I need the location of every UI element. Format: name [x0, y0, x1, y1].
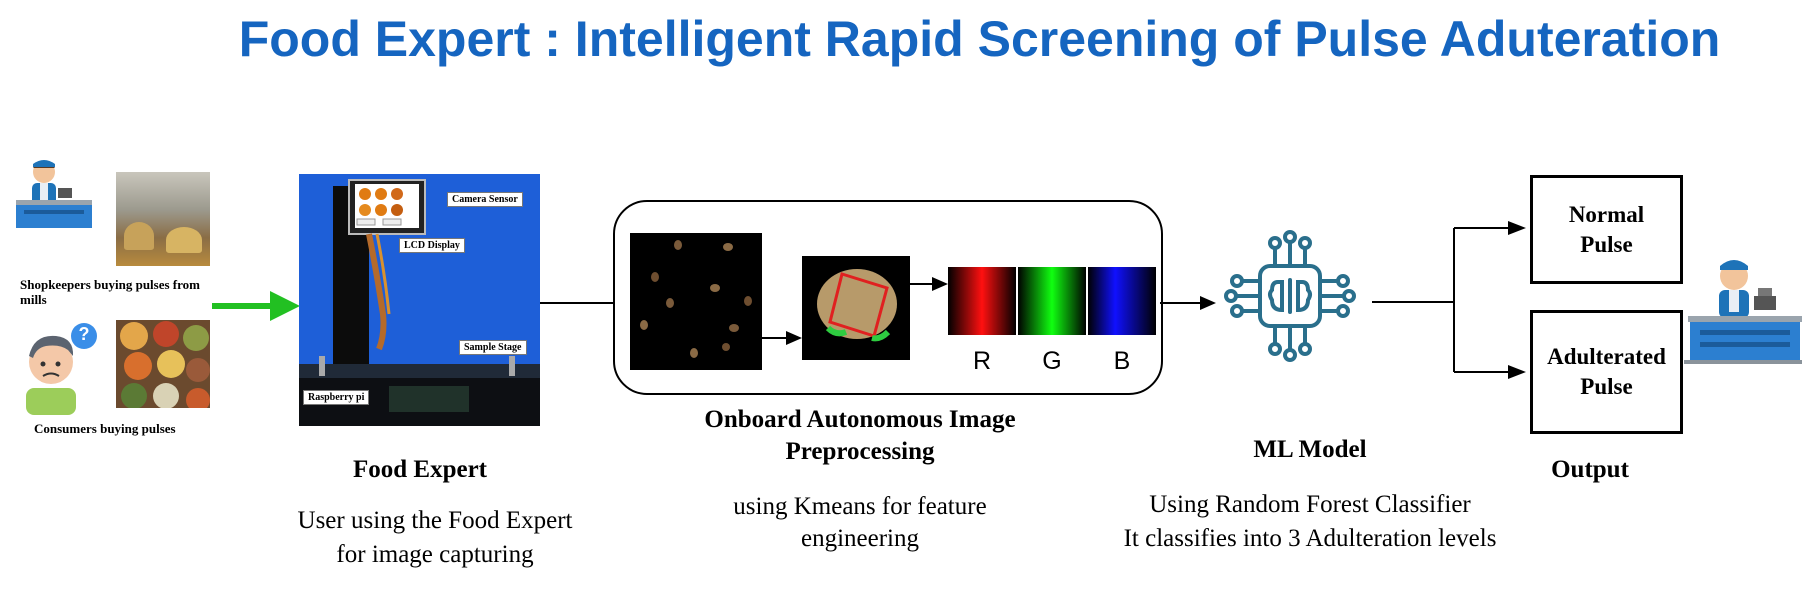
ml-model-desc-line1: Using Random Forest Classifier	[1149, 491, 1471, 518]
shopkeepers-label: Shopkeepers buying pulses from mills	[20, 277, 200, 307]
food-expert-heading: Food Expert	[352, 456, 488, 483]
single-pulse-image	[802, 256, 910, 360]
adulterated-pulse-line1: Adulterated	[1547, 344, 1666, 370]
green-arrow-icon	[212, 288, 302, 329]
camera-sensor-label: Camera Sensor	[447, 192, 523, 207]
ai-brain-chip-icon	[1220, 226, 1360, 366]
red-channel-image	[948, 267, 1016, 335]
preprocessing-desc-line2: engineering	[800, 525, 919, 552]
arrow-to-ml-model	[1160, 291, 1220, 320]
preprocessing-heading-line1: Onboard Autonomous Image	[704, 406, 1016, 433]
confused-consumer-illustration: ?	[16, 320, 98, 415]
sample-stage-label: Sample Stage	[459, 340, 527, 355]
normal-pulse-line2: Pulse	[1580, 231, 1633, 257]
arrow-to-single-pulse	[762, 326, 804, 355]
preprocessing-heading-line2: Preprocessing	[785, 438, 935, 465]
green-channel-image	[1018, 267, 1086, 335]
branch-arrows	[1372, 220, 1532, 385]
blue-channel-image	[1088, 267, 1156, 335]
channel-label-b: B	[1113, 347, 1131, 375]
arrow-to-rgb	[910, 272, 950, 301]
ml-model-heading: ML Model	[1253, 436, 1367, 463]
shopkeeper-illustration	[14, 150, 94, 230]
food-expert-desc-line1: User using the Food Expert	[297, 507, 573, 534]
lcd-display-label: LCD Display	[399, 238, 465, 253]
segmented-pulses-image	[630, 233, 762, 370]
normal-pulse-line1: Normal	[1568, 201, 1645, 227]
preprocessing-desc-line1: using Kmeans for feature	[733, 493, 987, 520]
raspberry-pi-label: Raspberry pi	[303, 390, 370, 405]
shopkeeper-counter-illustration	[1684, 248, 1802, 368]
channel-label-r: R	[972, 347, 992, 375]
ml-model-desc-line2: It classifies into 3 Adulteration levels	[1123, 525, 1497, 552]
output-heading: Output	[1551, 456, 1629, 483]
question-icon: ?	[78, 324, 90, 344]
consumers-label: Consumers buying pulses	[34, 421, 176, 436]
page-title: Food Expert : Intelligent Rapid Screenin…	[238, 11, 1721, 67]
food-expert-device-photo: Camera Sensor LCD Display Sample Stage R…	[299, 174, 540, 426]
pulses-bowls-photo	[116, 320, 210, 408]
adulterated-pulse-line2: Pulse	[1580, 374, 1633, 399]
channel-label-g: G	[1042, 347, 1062, 375]
food-expert-desc-line2: for image capturing	[336, 541, 534, 568]
pulse-mill-photo	[116, 172, 210, 266]
